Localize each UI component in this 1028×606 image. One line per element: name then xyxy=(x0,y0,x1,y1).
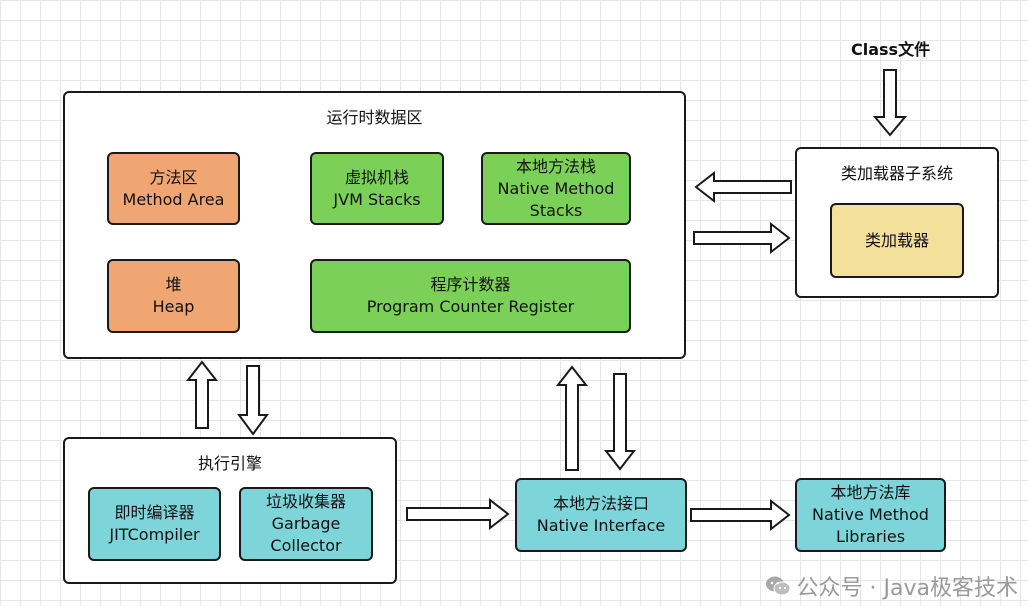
runtime-data-area-title: 运行时数据区 xyxy=(326,108,423,127)
heap-en: Heap xyxy=(152,297,195,316)
native-libraries-en2: Libraries xyxy=(835,527,906,546)
arrow-native-up xyxy=(555,365,589,471)
arrow-native-down xyxy=(603,373,637,471)
wechat-icon xyxy=(765,576,791,596)
native-interface-en: Native Interface xyxy=(536,516,666,535)
class-loader-subsystem-title: 类加载器子系统 xyxy=(840,164,953,183)
arrow-runtime-to-loader xyxy=(693,221,791,255)
heap-zh: 堆 xyxy=(165,275,182,294)
class-file-label: Class文件 xyxy=(851,40,931,59)
arrow-engine-down xyxy=(237,365,269,436)
jit-compiler-en: JITCompiler xyxy=(109,525,200,544)
garbage-collector-zh: 垃圾收集器 xyxy=(265,492,346,511)
program-counter-zh: 程序计数器 xyxy=(430,275,511,294)
heap-box: 堆 Heap xyxy=(107,259,240,333)
jvm-stacks-en: JVM Stacks xyxy=(333,189,421,209)
arrow-loader-to-runtime xyxy=(694,170,792,204)
native-method-stacks-zh: 本地方法栈 xyxy=(515,156,596,176)
garbage-collector-en2: Collector xyxy=(270,536,342,555)
native-libraries-zh: 本地方法库 xyxy=(830,483,911,502)
method-area-box: 方法区 Method Area xyxy=(107,152,240,225)
execution-engine-title: 执行引擎 xyxy=(197,454,262,473)
watermark-text: 公众号 · Java极客技术 xyxy=(796,576,1018,601)
jit-compiler-box: 即时编译器 JITCompiler xyxy=(88,487,221,561)
arrow-engine-up xyxy=(185,360,219,429)
jvm-stacks-zh: 虚拟机栈 xyxy=(344,167,409,187)
program-counter-en: Program Counter Register xyxy=(366,297,575,316)
native-libraries-box: 本地方法库 Native Method Libraries xyxy=(795,478,946,552)
native-libraries-en1: Native Method xyxy=(812,505,929,524)
native-method-stacks-en1: Native Method xyxy=(497,178,615,198)
native-method-stacks-box: 本地方法栈 Native Method Stacks xyxy=(481,152,631,225)
arrow-class-file-down xyxy=(872,69,908,137)
arrow-engine-to-native xyxy=(406,497,510,531)
native-interface-zh: 本地方法接口 xyxy=(552,494,649,513)
garbage-collector-box: 垃圾收集器 Garbage Collector xyxy=(239,487,373,561)
jit-compiler-zh: 即时编译器 xyxy=(114,503,195,522)
native-method-stacks-en2: Stacks xyxy=(529,200,583,220)
jvm-stacks-box: 虚拟机栈 JVM Stacks xyxy=(310,152,444,225)
method-area-en: Method Area xyxy=(122,189,225,209)
native-interface-box: 本地方法接口 Native Interface xyxy=(515,478,687,552)
class-loader-label: 类加载器 xyxy=(864,230,929,250)
program-counter-box: 程序计数器 Program Counter Register xyxy=(310,259,631,333)
arrow-native-to-libraries xyxy=(690,498,791,532)
method-area-zh: 方法区 xyxy=(149,167,198,187)
garbage-collector-en1: Garbage xyxy=(271,514,341,533)
class-loader-box: 类加载器 xyxy=(830,203,964,278)
watermark: 公众号 · Java极客技术 xyxy=(765,570,1018,602)
